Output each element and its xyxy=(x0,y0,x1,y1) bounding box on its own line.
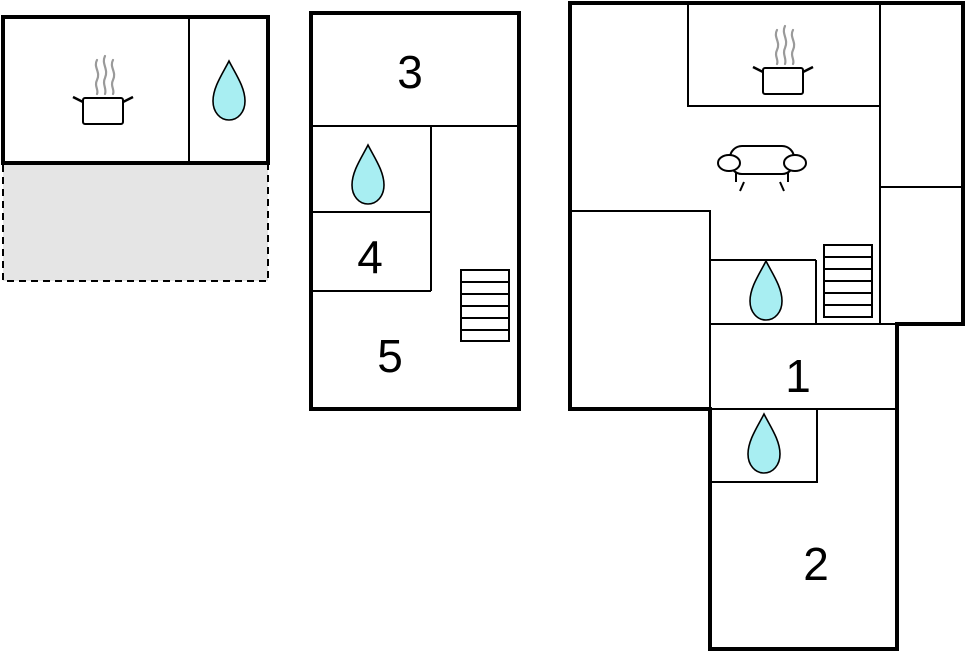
sofa-icon xyxy=(717,145,807,192)
middle-building: 3 4 5 xyxy=(309,11,521,411)
annex-outline xyxy=(1,15,270,165)
room-label-1: 1 xyxy=(785,350,811,402)
water-drop-icon xyxy=(749,260,783,321)
water-drop-icon xyxy=(212,60,246,121)
kitchen-pot-icon xyxy=(751,24,815,96)
room-label-2: 2 xyxy=(803,538,829,590)
room-label-4: 4 xyxy=(357,231,383,283)
annex-building xyxy=(1,15,270,282)
main-building: 1 2 xyxy=(568,1,965,651)
kitchen-pot-icon xyxy=(71,54,135,126)
main-outline xyxy=(568,1,965,651)
room-label-5: 5 xyxy=(377,330,403,382)
staircase-icon xyxy=(460,269,510,342)
staircase-icon xyxy=(823,244,873,318)
terrace-area xyxy=(2,163,269,282)
water-drop-icon xyxy=(351,144,385,205)
water-drop-icon xyxy=(747,413,781,474)
room-label-3: 3 xyxy=(397,46,423,98)
